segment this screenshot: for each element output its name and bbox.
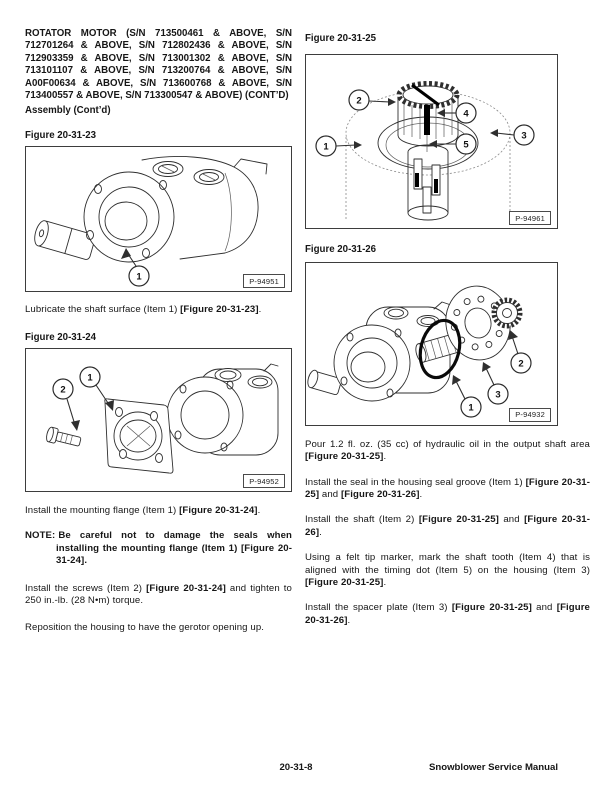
callout-number: 1 [323,142,329,153]
figure-26-title: Figure 20-31-26 [305,244,377,256]
callout-number: 2 [518,358,523,369]
callout-number: 2 [60,385,65,396]
note-label: NOTE: [25,530,56,542]
fig25-callout-2-circle [348,89,370,112]
note-paragraph: NOTE:Be careful not to damage the seals … [25,530,292,567]
figure-26-box: 1 3 2 P-94932 [305,261,558,426]
figure-25-title: Figure 20-31-25 [305,33,377,44]
para-pour-oil: Pour 1.2 fl. oz. (35 cc) of hydraulic oi… [305,438,590,463]
figure-24-box: 2 1 P-94952 [25,348,292,493]
footer-manual-title: Snowblower Service Manual [428,762,558,773]
para-reposition: Reposition the housing to have the gerot… [25,621,265,633]
left-column: ROTATOR MOTOR (S/N 713500461 & ABOVE, S/… [25,28,292,634]
section-heading: Assembly (Cont’d) [25,105,111,117]
para-install-flange: Install the mounting flange (Item 1) [Fi… [25,505,261,517]
fig23-photo-label: P-94951 [243,274,285,289]
fig26-callout-2-circle [510,352,532,374]
fig25-shaft-drawing: 1 2 3 4 5 [315,81,535,222]
callout-number: 4 [463,109,469,120]
fig26-photo-label: P-94932 [509,407,551,422]
fig24-photo-label: P-94952 [243,474,285,489]
fig26-callout-3-circle [487,383,509,405]
fig23-motor-drawing: 1 [34,156,268,287]
fig25-callout-5-circle [455,133,477,156]
fig24-callout-1-circle [79,366,101,388]
callout-number: 1 [87,373,93,384]
fig25-photo-label: P-94961 [509,211,551,226]
right-column: Figure 20-31-25 [305,33,590,627]
fig25-callout-1-circle [315,135,337,158]
note-text: Be careful not to damage the seals when … [56,530,292,567]
para-install-seal: Install the seal in the housing seal gro… [305,476,590,501]
fig24-callout-2-circle [52,378,74,400]
para-mark-tooth: Using a felt tip marker, mark the shaft … [305,552,590,589]
para-lubricate: Lubricate the shaft surface (Item 1) [Fi… [25,304,262,316]
callout-number: 3 [521,131,526,142]
para-install-shaft: Install the shaft (Item 2) [Figure 20-31… [305,514,591,538]
fig24-flange-drawing: 2 1 [46,363,279,474]
figure-24-title: Figure 20-31-24 [25,331,97,343]
doc-title: ROTATOR MOTOR (S/N 713500461 & ABOVE, S/… [25,28,292,102]
fig25-callout-4-circle [455,102,477,125]
fig26-seal-drawing: 1 3 2 [307,285,532,418]
fig26-callout-1-circle [460,396,482,418]
callout-number: 2 [356,96,361,107]
footer-page-number: 20-31-8 [279,762,313,773]
fig23-callout-1-circle [128,265,150,287]
figure-25-box: 1 2 3 4 5 P-94961 [305,54,558,230]
para-spacer-plate: Install the spacer plate (Item 3) [Figur… [305,602,590,626]
figure-23-title: Figure 20-31-23 [25,129,97,141]
callout-number: 5 [463,140,469,151]
figure-23-box: 1 P-94951 [25,146,292,293]
callout-number: 3 [495,389,500,400]
para-install-screws: Install the screws (Item 2) [Figure 20-3… [25,582,292,607]
callout-number: 1 [136,272,142,283]
callout-number: 1 [468,402,474,413]
fig25-callout-3-circle [513,124,535,147]
